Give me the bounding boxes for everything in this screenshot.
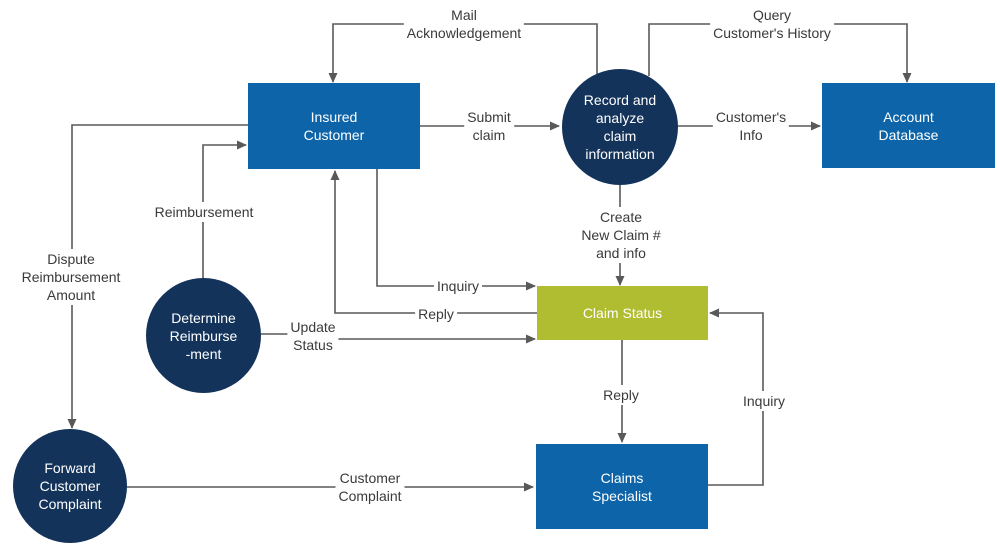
edge-label-reply-customer: Reply [415,304,457,324]
edge-dispute-reimbursement-amount [67,124,248,429]
node-record-analyze-claim-information: Record and analyze claim information [562,69,678,185]
edge-label-reply-specialist: Reply [600,385,642,405]
edge-label-update-status: Update Status [287,317,339,355]
edge-label-inquiry-specialist: Inquiry [739,391,789,411]
edge-label-dispute-reimbursement-amount: Dispute Reimbursement Amount [18,249,124,305]
node-forward-customer-complaint: Forward Customer Complaint [13,429,127,543]
edge-reply-customer [330,170,537,314]
node-insured-customer: Insured Customer [248,83,420,169]
node-claim-status: Claim Status [537,286,708,340]
edge-label-mail-acknowledgement: Mail Acknowledgement [403,5,525,43]
edge-label-inquiry-customer: Inquiry [433,276,483,296]
node-account-database: Account Database [822,83,995,168]
node-determine-reimbursement: Determine Reimburse -ment [146,278,261,393]
edge-inquiry-customer [376,169,536,291]
edge-label-customers-info: Customer's Info [712,107,790,145]
edge-label-create-new-claim: Create New Claim # and info [578,207,664,263]
edge-reimbursement [202,140,247,278]
edge-label-query-customers-history: Query Customer's History [710,5,834,43]
edge-label-customer-complaint: Customer Complaint [335,468,405,506]
edge-label-submit-claim: Submit claim [464,107,514,145]
edge-label-reimbursement: Reimbursement [151,202,257,222]
node-claims-specialist: Claims Specialist [536,444,708,529]
